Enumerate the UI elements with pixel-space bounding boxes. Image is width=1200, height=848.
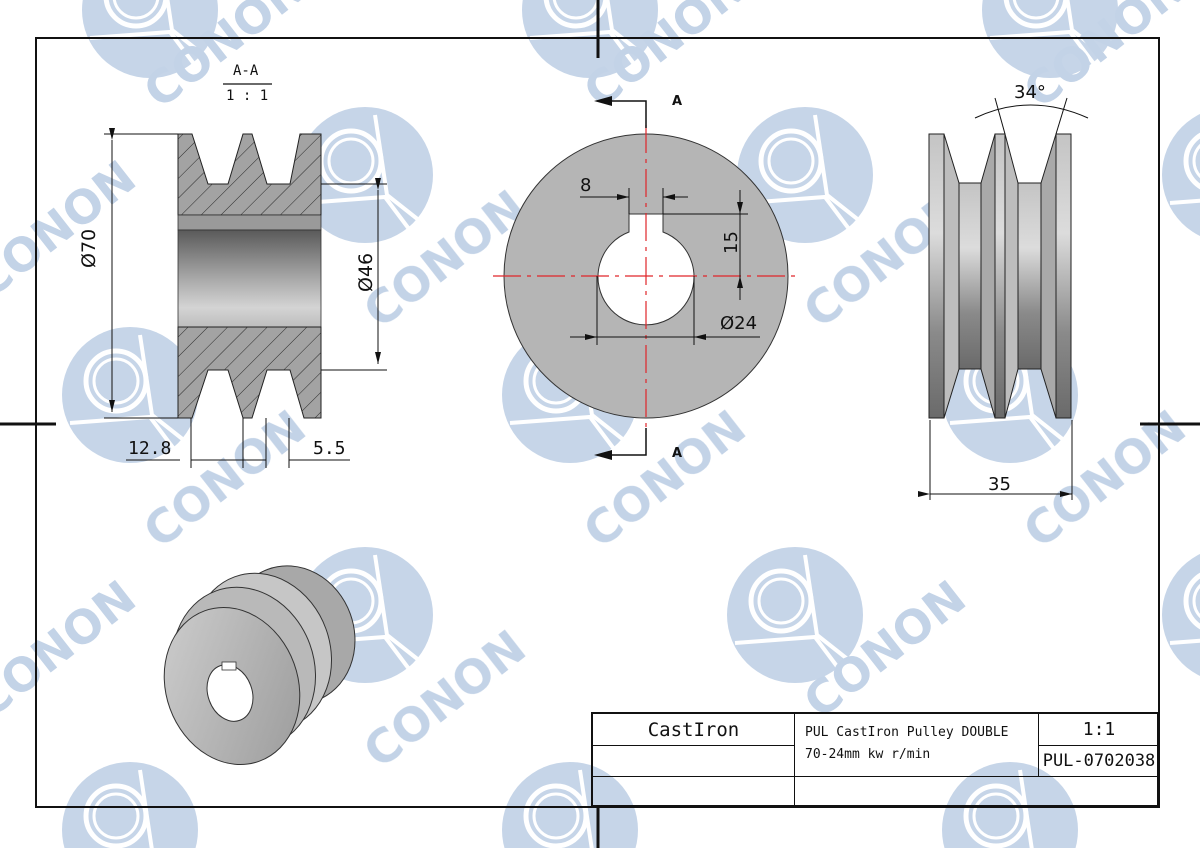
- dim-keyway-width: 8: [580, 175, 592, 196]
- section-scale: 1 : 1: [226, 88, 269, 104]
- empty-cell: [795, 777, 1159, 807]
- material-cell: CastIron: [593, 714, 795, 746]
- dim-groove-angle: 34°: [1014, 82, 1046, 103]
- section-label: A-A: [233, 63, 259, 79]
- section-view-a-a: [104, 83, 387, 468]
- title-block: CastIron PUL CastIron Pulley DOUBLE 70-2…: [591, 712, 1159, 807]
- dim-keyway-height: 15: [721, 231, 742, 254]
- dim-groove-gap: 5.5: [313, 438, 346, 459]
- isometric-view: [163, 565, 356, 765]
- dim-groove-pitch: 12.8: [128, 438, 172, 459]
- dim-bore-diameter: Ø24: [720, 313, 758, 334]
- description-cell: PUL CastIron Pulley DOUBLE 70-24mm kw r/…: [795, 714, 1039, 777]
- dim-total-width: 35: [988, 474, 1011, 495]
- section-marker-top: A: [672, 94, 683, 109]
- front-view: [493, 96, 798, 460]
- side-view: [918, 97, 1089, 500]
- part-number-cell: PUL-0702038: [1039, 746, 1159, 777]
- dim-groove-diameter: Ø46: [355, 252, 377, 292]
- empty-cell: [593, 777, 795, 807]
- description-line-1: PUL CastIron Pulley DOUBLE: [805, 725, 1009, 740]
- empty-cell: [593, 746, 795, 777]
- description-line-2: 70-24mm kw r/min: [805, 747, 931, 762]
- dim-outer-diameter: Ø70: [78, 228, 100, 268]
- scale-cell: 1:1: [1039, 714, 1159, 746]
- section-marker-bottom: A: [672, 446, 683, 461]
